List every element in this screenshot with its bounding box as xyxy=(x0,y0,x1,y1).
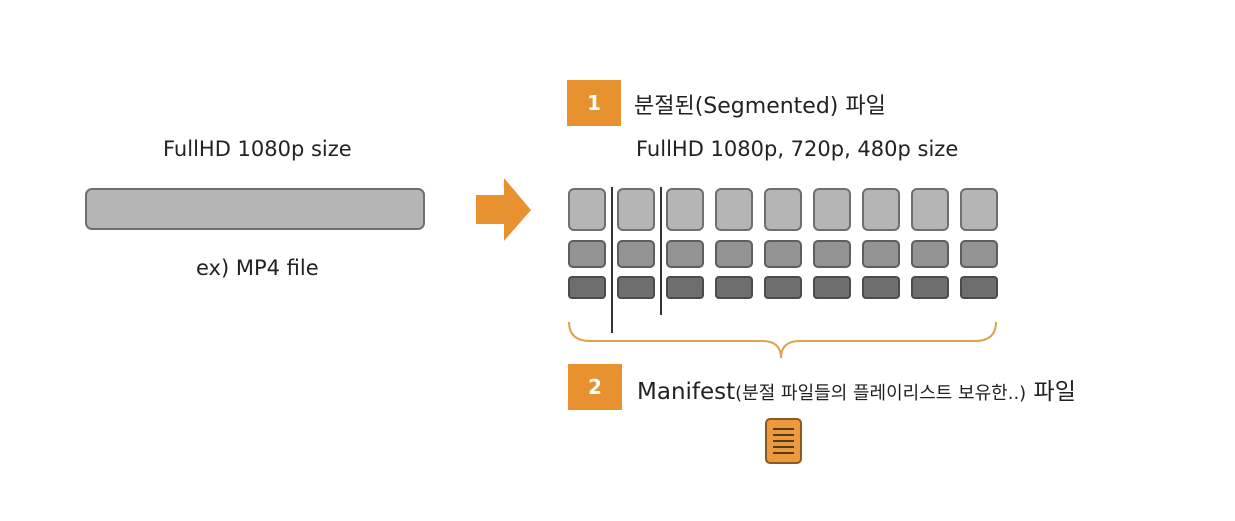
segment-block xyxy=(764,276,802,299)
segment-block xyxy=(617,240,655,268)
segment-block xyxy=(911,276,949,299)
segmented-sizes-label: FullHD 1080p, 720p, 480p size xyxy=(636,137,959,161)
segment-block xyxy=(813,188,851,231)
segment-block xyxy=(960,240,998,268)
segment-block xyxy=(813,276,851,299)
segment-block xyxy=(568,188,606,231)
segment-block xyxy=(960,188,998,231)
document-icon xyxy=(765,418,802,464)
manifest-title-main: Manifest xyxy=(637,379,736,405)
segment-block xyxy=(715,240,753,268)
segment-block xyxy=(666,276,704,299)
segment-block xyxy=(911,240,949,268)
segment-block xyxy=(568,276,606,299)
manifest-title-end: 파일 xyxy=(1026,379,1076,405)
segment-block xyxy=(911,188,949,231)
segment-divider xyxy=(611,187,613,333)
right-arrow-icon xyxy=(476,178,531,241)
segment-block xyxy=(715,276,753,299)
segment-block xyxy=(960,276,998,299)
segment-block xyxy=(568,240,606,268)
source-file-bar xyxy=(85,188,425,230)
segment-block xyxy=(862,240,900,268)
segment-divider xyxy=(660,187,662,315)
segment-block xyxy=(617,188,655,231)
segment-block xyxy=(617,276,655,299)
segment-block xyxy=(862,188,900,231)
segment-block xyxy=(813,240,851,268)
segment-block xyxy=(764,240,802,268)
segment-block xyxy=(666,240,704,268)
manifest-title-paren: (분절 파일들의 플레이리스트 보유한..) xyxy=(735,383,1027,404)
step-badge-1: 1 xyxy=(567,80,621,126)
segment-block xyxy=(764,188,802,231)
segmented-title: 분절된(Segmented) 파일 xyxy=(634,94,886,119)
step-badge-2: 2 xyxy=(568,364,622,410)
source-size-label: FullHD 1080p size xyxy=(163,137,352,161)
segment-block xyxy=(666,188,704,231)
manifest-title: Manifest(분절 파일들의 플레이리스트 보유한..) 파일 xyxy=(637,372,1076,406)
source-caption: ex) MP4 file xyxy=(196,256,319,280)
segment-block xyxy=(715,188,753,231)
segment-block xyxy=(862,276,900,299)
